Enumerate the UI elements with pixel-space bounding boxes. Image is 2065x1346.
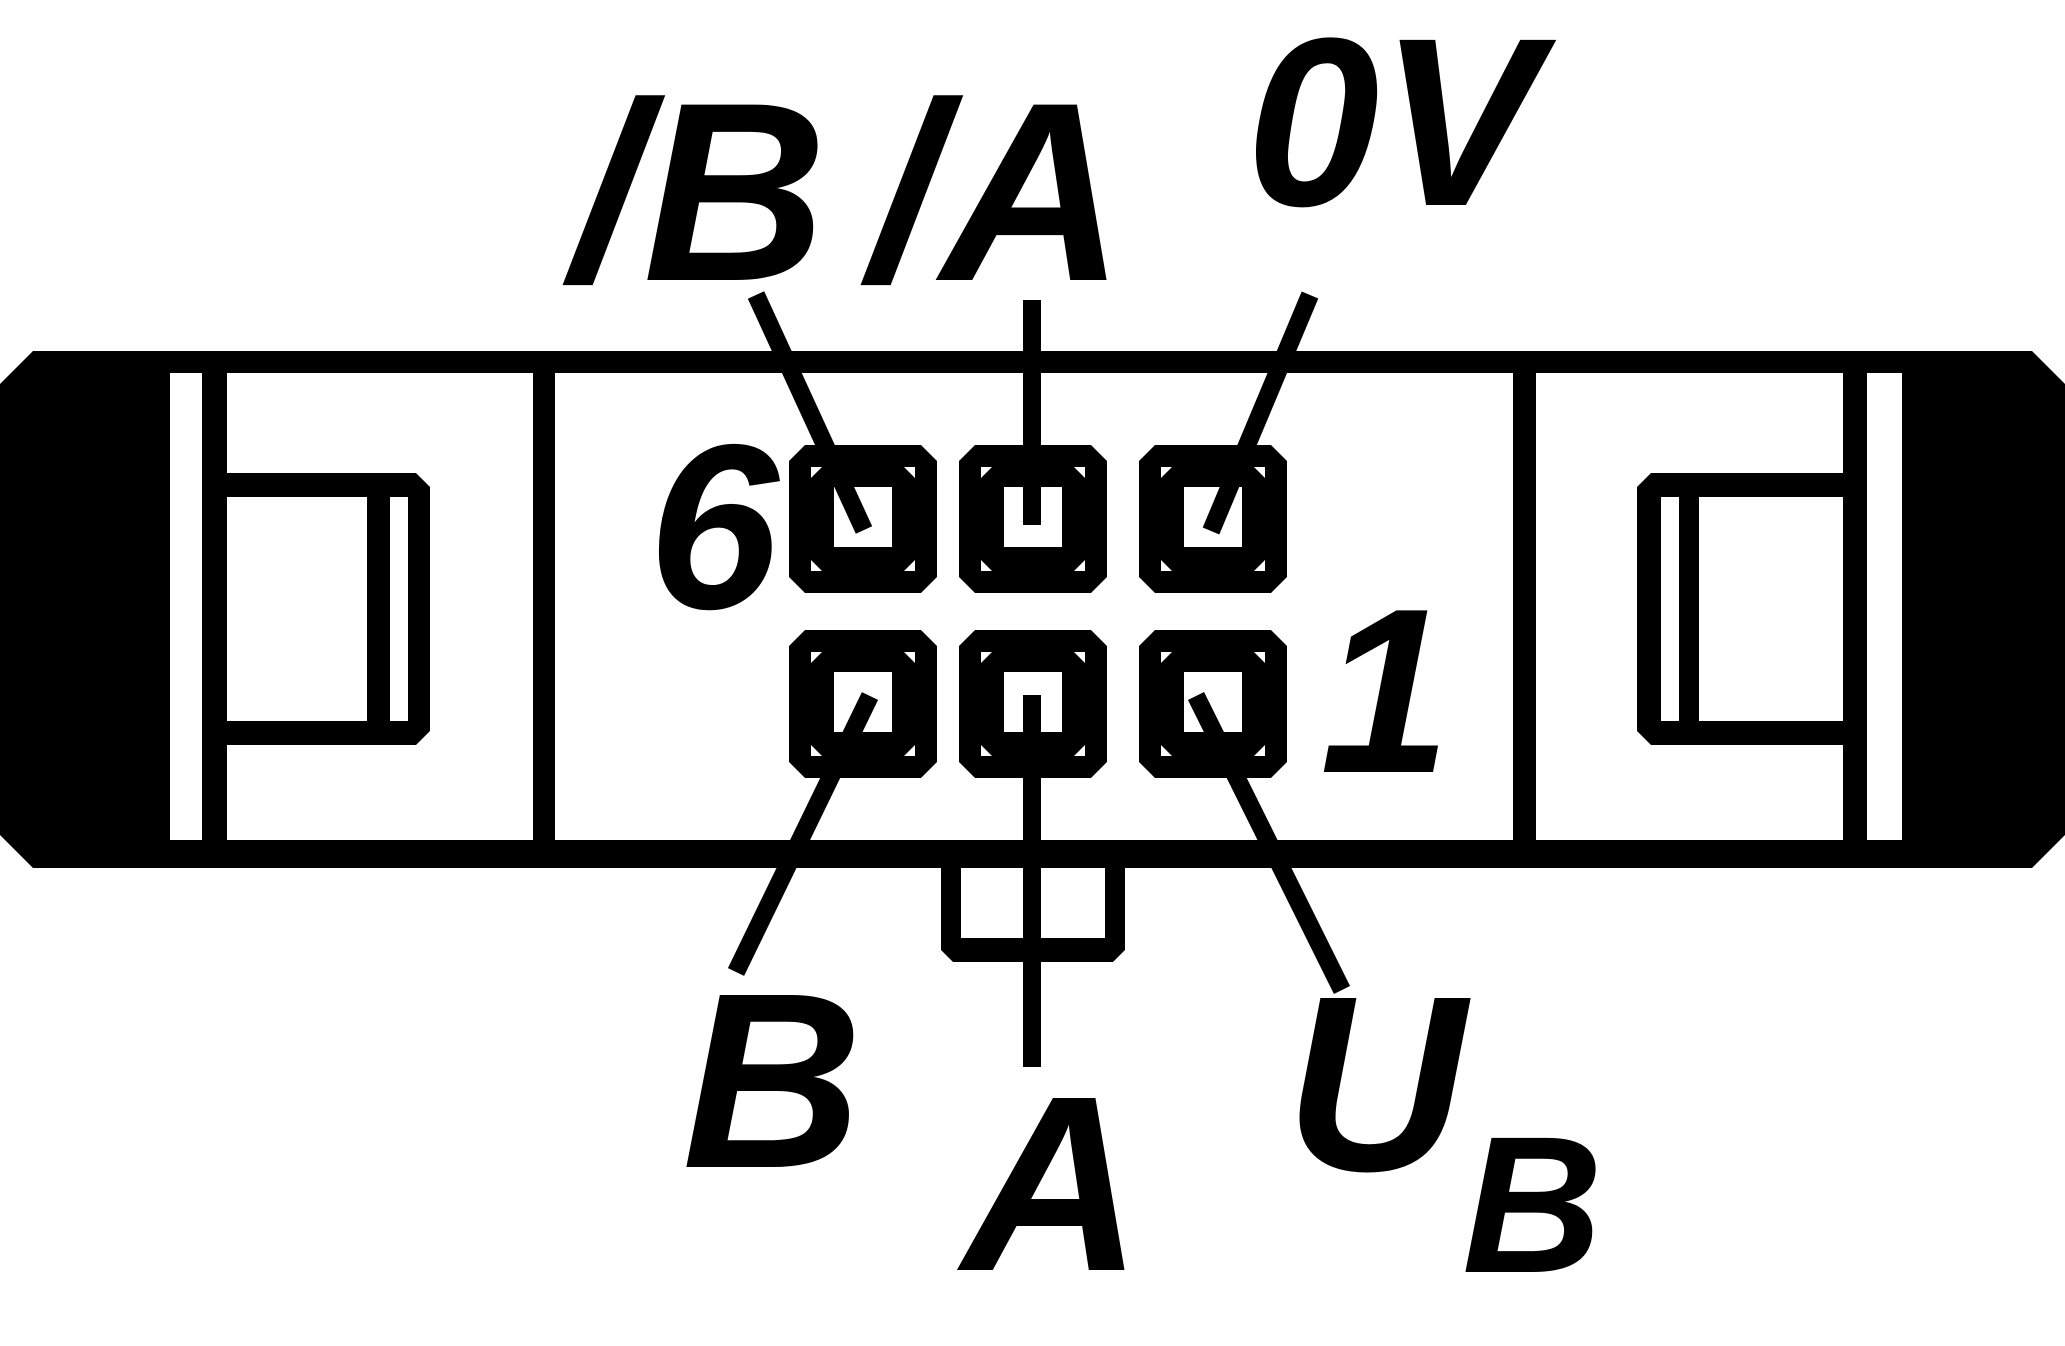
pin-corner-notch [1254,652,1265,663]
pin-corner-notch [811,467,822,478]
pin-corner-notch [904,652,915,663]
pin-corner-notch [1161,560,1172,571]
pin-corner-notch [1254,560,1265,571]
label-0v: 0V [1246,0,1556,256]
connector-right-gap [1867,373,1902,840]
left-keying-slot-gap [390,497,408,721]
right-keying-slot [1637,473,1843,745]
pin-number-1: 1 [1320,559,1451,822]
pin-corner-notch [1161,745,1172,756]
pin-corner-notch [1074,560,1085,571]
pin-corner-notch [811,652,822,663]
annotations: /B /A 0V 6 1 B A U B [562,0,1603,1323]
pin-corner-notch [904,467,915,478]
label-ub-subscript: B [1462,1096,1603,1314]
pin-corner-notch [904,560,915,571]
bottom-notch [941,868,1125,962]
left-keying-slot-interior [227,497,367,721]
pin-corner-notch [1074,467,1085,478]
pin-corner-notch [1254,745,1265,756]
pin-corner-notch [811,745,822,756]
pin-corner-notch [981,467,992,478]
pin-corner-notch [1074,745,1085,756]
pin-1 [1139,630,1287,778]
pin-corner-notch [904,745,915,756]
leader-ub [1187,691,1351,995]
connector-left-gap [170,373,202,840]
leader-b [727,692,879,976]
leader-not-b [747,291,873,534]
pin-corner-notch [1074,652,1085,663]
pin-corner-notch [811,560,822,571]
pin-corner-notch [1161,467,1172,478]
left-keying-slot [227,473,430,745]
right-keying-slot-interior [1699,497,1843,721]
pin-corner-notch [981,745,992,756]
leader-0v [1202,291,1319,535]
label-ub-base: U [1285,944,1471,1223]
pin-corner-notch [1161,652,1172,663]
label-not-b: /B [562,50,827,335]
label-ub: U B [1285,944,1603,1314]
pin-number-6: 6 [648,395,780,658]
pin-corner-notch [981,652,992,663]
label-b: B [682,941,863,1220]
pin-corner-notch [1254,467,1265,478]
right-keying-slot-gap [1661,497,1679,721]
label-not-a: /A [860,50,1125,335]
pin-corner-notch [981,560,992,571]
label-a: A [956,1044,1143,1323]
leader-lines [727,291,1351,1067]
